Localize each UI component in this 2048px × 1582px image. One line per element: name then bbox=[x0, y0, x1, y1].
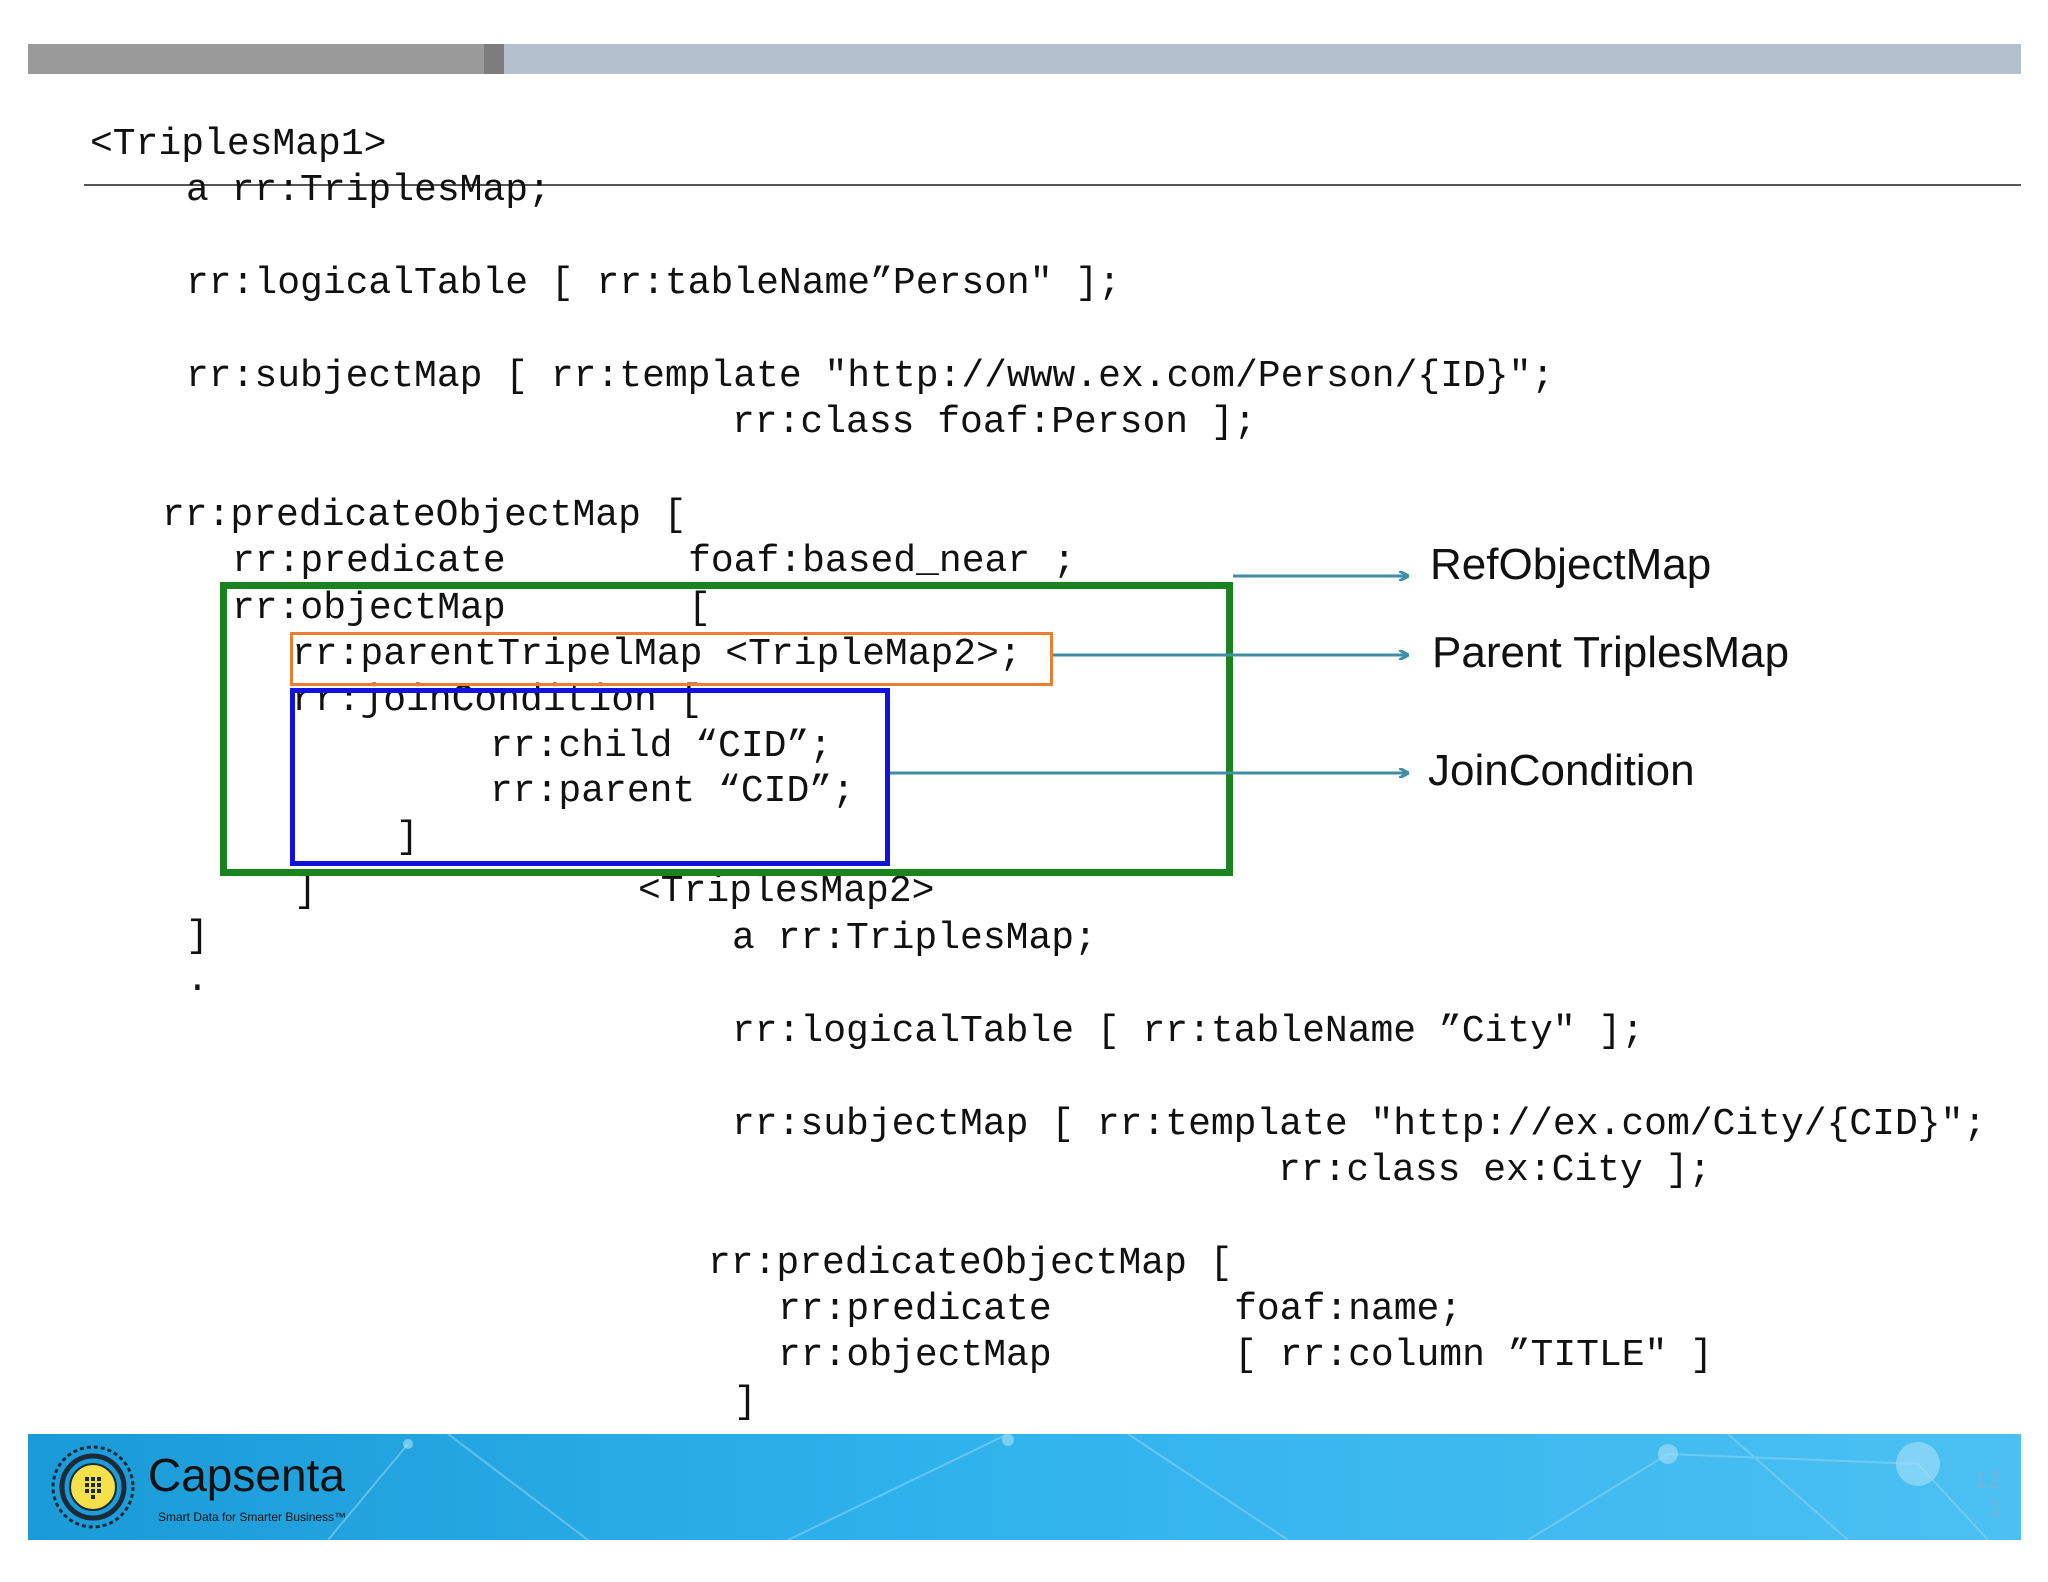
code-line-predicate-2: rr:predicate foaf:name; bbox=[778, 1288, 1463, 1331]
code-line-logicaltable-2: rr:logicalTable [ rr:tableName ”City" ]; bbox=[732, 1010, 1645, 1053]
code-line-pom-1: rr:predicateObjectMap [ bbox=[162, 494, 687, 537]
code-line-parent: rr:parent “CID”; bbox=[490, 770, 855, 813]
code-line-triplesmap1: <TriplesMap1> bbox=[90, 123, 387, 166]
code-line-subjectmap-1: rr:subjectMap [ rr:template "http://www.… bbox=[186, 355, 1555, 398]
code-line-close-pom-2: ] bbox=[734, 1381, 757, 1424]
code-line-triplesmap2: <TriplesMap2> bbox=[638, 870, 935, 913]
page-number: 12 3 bbox=[1941, 1466, 2001, 1526]
label-ref-object-map: RefObjectMap bbox=[1430, 540, 1712, 589]
code-line-close-join: ] bbox=[396, 816, 419, 859]
code-line-joincondition: rr:joinCondition [ bbox=[292, 679, 703, 722]
footer-banner: Capsenta Smart Data for Smarter Business… bbox=[28, 1434, 2021, 1540]
code-line-type-1: a rr:TriplesMap; bbox=[186, 169, 551, 212]
network-pattern bbox=[327, 1434, 1989, 1540]
code-line-class-1: rr:class foaf:Person ]; bbox=[732, 401, 1257, 444]
code-line-objectmap-1: rr:objectMap [ bbox=[232, 587, 711, 630]
code-line-objectmap-2: rr:objectMap [ rr:column ”TITLE" ] bbox=[778, 1334, 1713, 1377]
title-bar-left bbox=[28, 44, 484, 74]
code-line-class-2: rr:class ex:City ]; bbox=[1278, 1149, 1712, 1192]
code-line-predicate-1: rr:predicate foaf:based_near ; bbox=[232, 540, 1076, 583]
label-join-condition: JoinCondition bbox=[1428, 746, 1695, 795]
page-number-text: 12 3 bbox=[1974, 1467, 2001, 1524]
label-parent-triples-map: Parent TriplesMap bbox=[1432, 628, 1790, 677]
code-line-child: rr:child “CID”; bbox=[490, 725, 833, 768]
code-line-type-2: a rr:TriplesMap; bbox=[732, 917, 1097, 960]
code-line-close-pom-1: ] bbox=[186, 915, 209, 958]
title-bar-right bbox=[504, 44, 2021, 74]
code-line-logicaltable-1: rr:logicalTable [ rr:tableName”Person" ]… bbox=[186, 262, 1121, 305]
join-condition-box bbox=[290, 688, 890, 866]
capsenta-logo-icon bbox=[51, 1445, 135, 1529]
parent-triples-map-box bbox=[290, 632, 1053, 686]
code-line-pom-2: rr:predicateObjectMap [ bbox=[708, 1242, 1233, 1285]
ref-object-map-box bbox=[220, 582, 1233, 876]
code-line-subjectmap-2: rr:subjectMap [ rr:template "http://ex.c… bbox=[732, 1103, 1987, 1146]
code-line-end-1: . bbox=[186, 959, 209, 1002]
title-rule bbox=[84, 184, 2021, 186]
brand-name: Capsenta bbox=[148, 1449, 345, 1501]
brand-tagline: Smart Data for Smarter Business™ bbox=[158, 1510, 347, 1524]
code-line-parenttriplesmap: rr:parentTripelMap <TripleMap2>; bbox=[292, 633, 1022, 676]
title-bar-separator bbox=[484, 44, 504, 74]
code-line-close-objectmap: ] bbox=[294, 870, 317, 913]
